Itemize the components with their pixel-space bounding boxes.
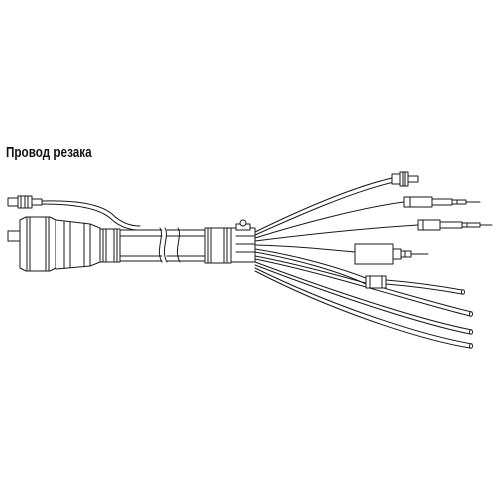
pin-plug-2 (418, 220, 492, 230)
main-connector (8, 217, 120, 271)
hose-section-right (167, 228, 231, 263)
top-left-connector (8, 196, 140, 230)
pin-plug-1 (404, 197, 480, 207)
split-clamp (231, 220, 255, 262)
hose-section-left (120, 228, 167, 262)
small-plug-top (392, 172, 418, 186)
fan-out-leads (255, 178, 473, 348)
rectangular-connector (355, 244, 428, 264)
page-title: Провод резака (6, 144, 92, 161)
inline-fuse (366, 276, 465, 294)
